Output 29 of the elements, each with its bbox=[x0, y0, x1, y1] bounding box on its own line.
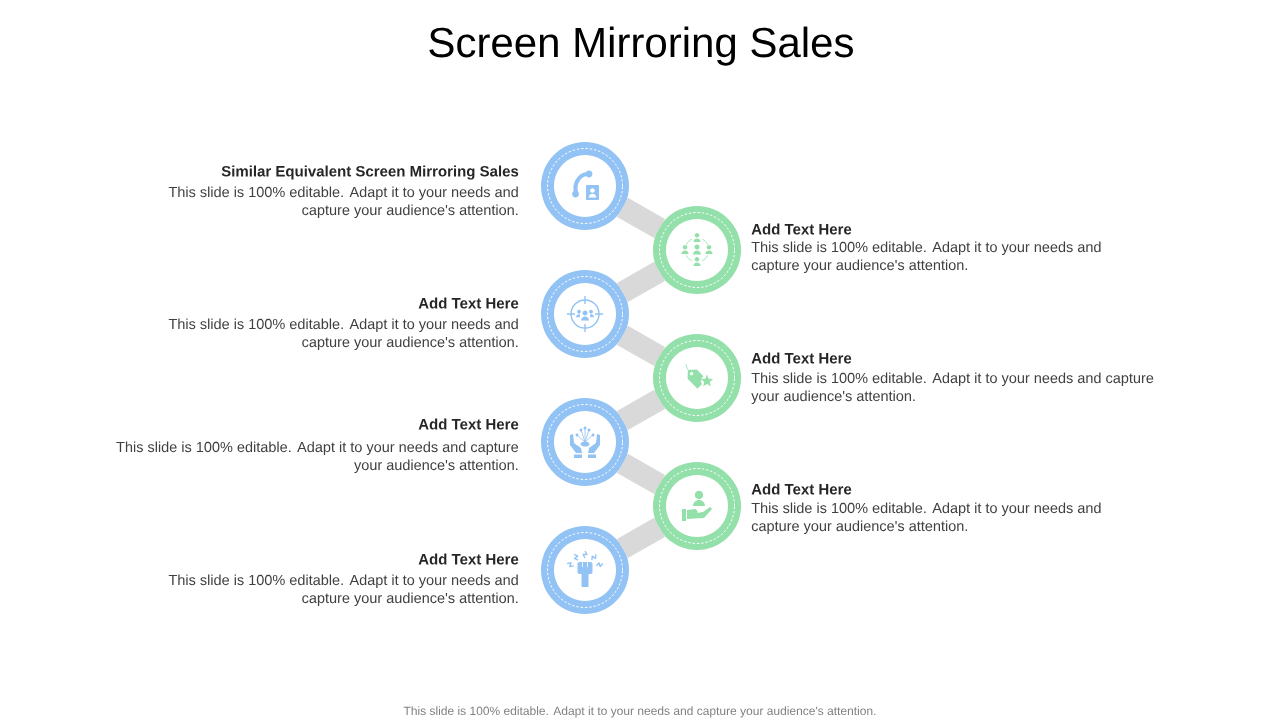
icon-circle bbox=[541, 142, 629, 230]
footer-note: This slide is 100% editable. Adapt it to your needs and capture your audience's attention. bbox=[403, 706, 876, 718]
icon-circle bbox=[541, 270, 629, 358]
item-description: This slide is 100% editable. Adapt it to your needs and capture your audience's attention. bbox=[751, 372, 1154, 404]
connector-band bbox=[617, 325, 665, 367]
connector-band bbox=[617, 261, 665, 303]
item-heading: Add Text Here bbox=[751, 352, 852, 364]
icon-circle bbox=[653, 334, 741, 422]
item-description: This slide is 100% editable. Adapt it to your needs and capture your audience's attention. bbox=[168, 186, 518, 218]
icon-circle bbox=[541, 526, 629, 614]
item-description: This slide is 100% editable. Adapt it to your needs and capture your audience's attention. bbox=[168, 318, 518, 350]
icon-circle bbox=[653, 462, 741, 550]
item-heading: Similar Equivalent Screen Mirroring Sales bbox=[221, 165, 519, 180]
item-description: This slide is 100% editable. Adapt it to your needs and capture your audience's attention. bbox=[116, 441, 519, 473]
item-heading: Add Text Here bbox=[751, 483, 852, 495]
item-heading: Add Text Here bbox=[418, 553, 519, 565]
item-description: This slide is 100% editable. Adapt it to your needs and capture your audience's attention. bbox=[168, 574, 518, 606]
connector-band bbox=[617, 197, 665, 239]
item-heading: Add Text Here bbox=[418, 297, 519, 309]
item-heading: Add Text Here bbox=[751, 223, 852, 235]
item-description: This slide is 100% editable. Adapt it to your needs and capture your audience's attention. bbox=[751, 502, 1101, 534]
icon-circle bbox=[541, 398, 629, 486]
connector-band bbox=[617, 389, 665, 431]
icon-circle bbox=[653, 206, 741, 294]
connector-band bbox=[617, 453, 665, 495]
connector-band bbox=[617, 517, 665, 559]
item-heading: Add Text Here bbox=[418, 418, 519, 430]
item-description: This slide is 100% editable. Adapt it to your needs and capture your audience's attention. bbox=[751, 241, 1101, 273]
title: Screen Mirroring Sales bbox=[429, 26, 853, 66]
